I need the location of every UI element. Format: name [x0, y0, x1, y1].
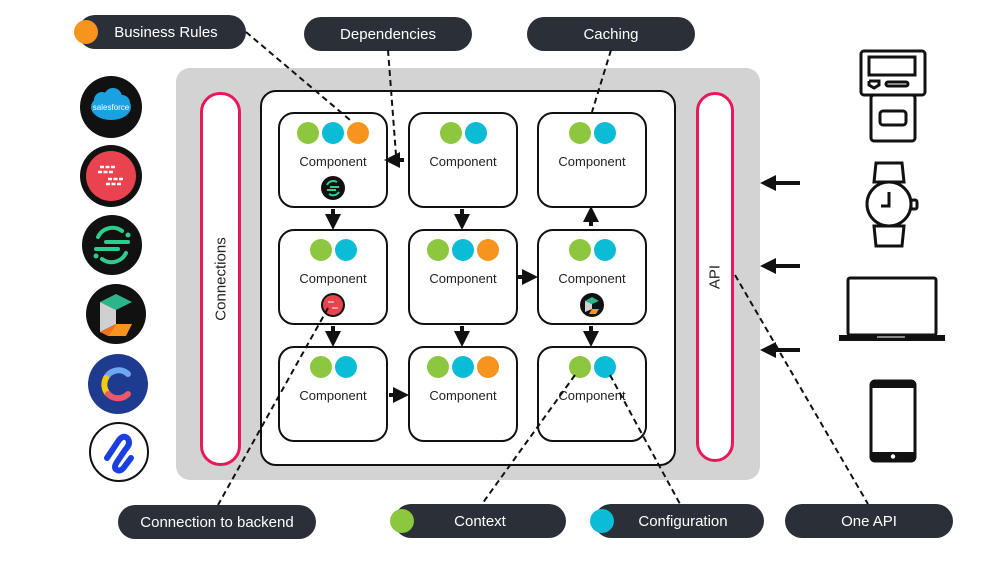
salesforce-logo: salesforce	[80, 76, 142, 138]
component-dots	[410, 122, 516, 144]
kontent-logo	[86, 284, 146, 344]
context-callout: Context	[390, 504, 566, 538]
component-dots	[280, 122, 386, 144]
sanity-icon	[321, 293, 345, 317]
configuration-callout: Configuration	[590, 504, 764, 538]
context-dot-icon	[297, 122, 319, 144]
context-dot-icon	[568, 356, 591, 378]
dependencies-callout: Dependencies	[304, 17, 472, 51]
sanity-logo	[80, 145, 142, 207]
configuration-dot-icon	[464, 122, 487, 144]
one-api-label: One API	[841, 512, 897, 530]
business-rules-dot-icon	[347, 122, 369, 144]
segment-icon	[321, 176, 345, 200]
configuration-dot-icon	[590, 509, 614, 533]
caching-callout: Caching	[527, 17, 695, 51]
laptop-icon	[837, 275, 947, 350]
business-rules-label: Business Rules	[114, 23, 218, 41]
component-label: Component	[558, 154, 626, 169]
component-dots	[280, 239, 386, 261]
component-dots	[410, 239, 516, 261]
component-label: Component	[429, 271, 497, 286]
configuration-dot-icon	[322, 122, 344, 144]
component-card: Component	[537, 229, 647, 325]
component-card: Component	[408, 346, 518, 442]
component-label: Component	[558, 388, 626, 403]
component-label: Component	[299, 388, 367, 403]
component-label: Component	[429, 388, 497, 403]
context-dot-icon	[390, 509, 414, 533]
connection-to-backend-label: Connection to backend	[140, 513, 294, 531]
context-label: Context	[454, 512, 506, 530]
component-dots	[539, 122, 645, 144]
salesforce-logo-text: salesforce	[93, 103, 130, 112]
context-dot-icon	[568, 122, 591, 144]
caching-label: Caching	[583, 25, 639, 43]
component-dots	[539, 356, 645, 378]
one-api-callout: One API	[785, 504, 953, 538]
component-dots	[280, 356, 386, 378]
context-dot-icon	[427, 239, 449, 261]
component-label: Component	[558, 271, 626, 286]
kontent-icon	[580, 293, 604, 317]
business-rules-dot-icon	[477, 356, 499, 378]
configuration-dot-icon	[452, 239, 474, 261]
configuration-dot-icon	[593, 122, 616, 144]
context-dot-icon	[568, 239, 591, 261]
contentful-logo	[88, 354, 148, 414]
segment-logo	[82, 215, 142, 275]
configuration-dot-icon	[593, 239, 616, 261]
component-card: Component	[408, 229, 518, 325]
kiosk-icon	[858, 48, 928, 149]
business-rules-dot-icon	[477, 239, 499, 261]
configuration-dot-icon	[452, 356, 474, 378]
component-card: Component	[408, 112, 518, 208]
component-card: Component	[278, 346, 388, 442]
smartwatch-icon	[862, 160, 922, 255]
connections-label: Connections	[212, 237, 229, 321]
component-dots	[410, 356, 516, 378]
component-label: Component	[299, 154, 367, 169]
component-card: Component	[278, 112, 388, 208]
smartphone-icon	[868, 378, 918, 469]
context-dot-icon	[427, 356, 449, 378]
api-rail: API	[696, 92, 734, 462]
context-dot-icon	[439, 122, 462, 144]
configuration-dot-icon	[334, 239, 357, 261]
context-dot-icon	[309, 239, 332, 261]
configuration-dot-icon	[593, 356, 616, 378]
component-card: Component	[537, 346, 647, 442]
component-label: Component	[299, 271, 367, 286]
configuration-dot-icon	[334, 356, 357, 378]
component-dots	[539, 239, 645, 261]
api-label: API	[706, 264, 724, 290]
dependencies-label: Dependencies	[340, 25, 436, 43]
component-label: Component	[429, 154, 497, 169]
component-card: Component	[278, 229, 388, 325]
storyblok-logo	[89, 422, 149, 482]
connection-to-backend-callout: Connection to backend	[118, 505, 316, 539]
component-card: Component	[537, 112, 647, 208]
business-rules-dot-icon	[74, 20, 98, 44]
context-dot-icon	[309, 356, 332, 378]
business-rules-callout: Business Rules	[74, 15, 246, 49]
configuration-label: Configuration	[638, 512, 728, 530]
connections-rail: Connections	[200, 92, 241, 466]
